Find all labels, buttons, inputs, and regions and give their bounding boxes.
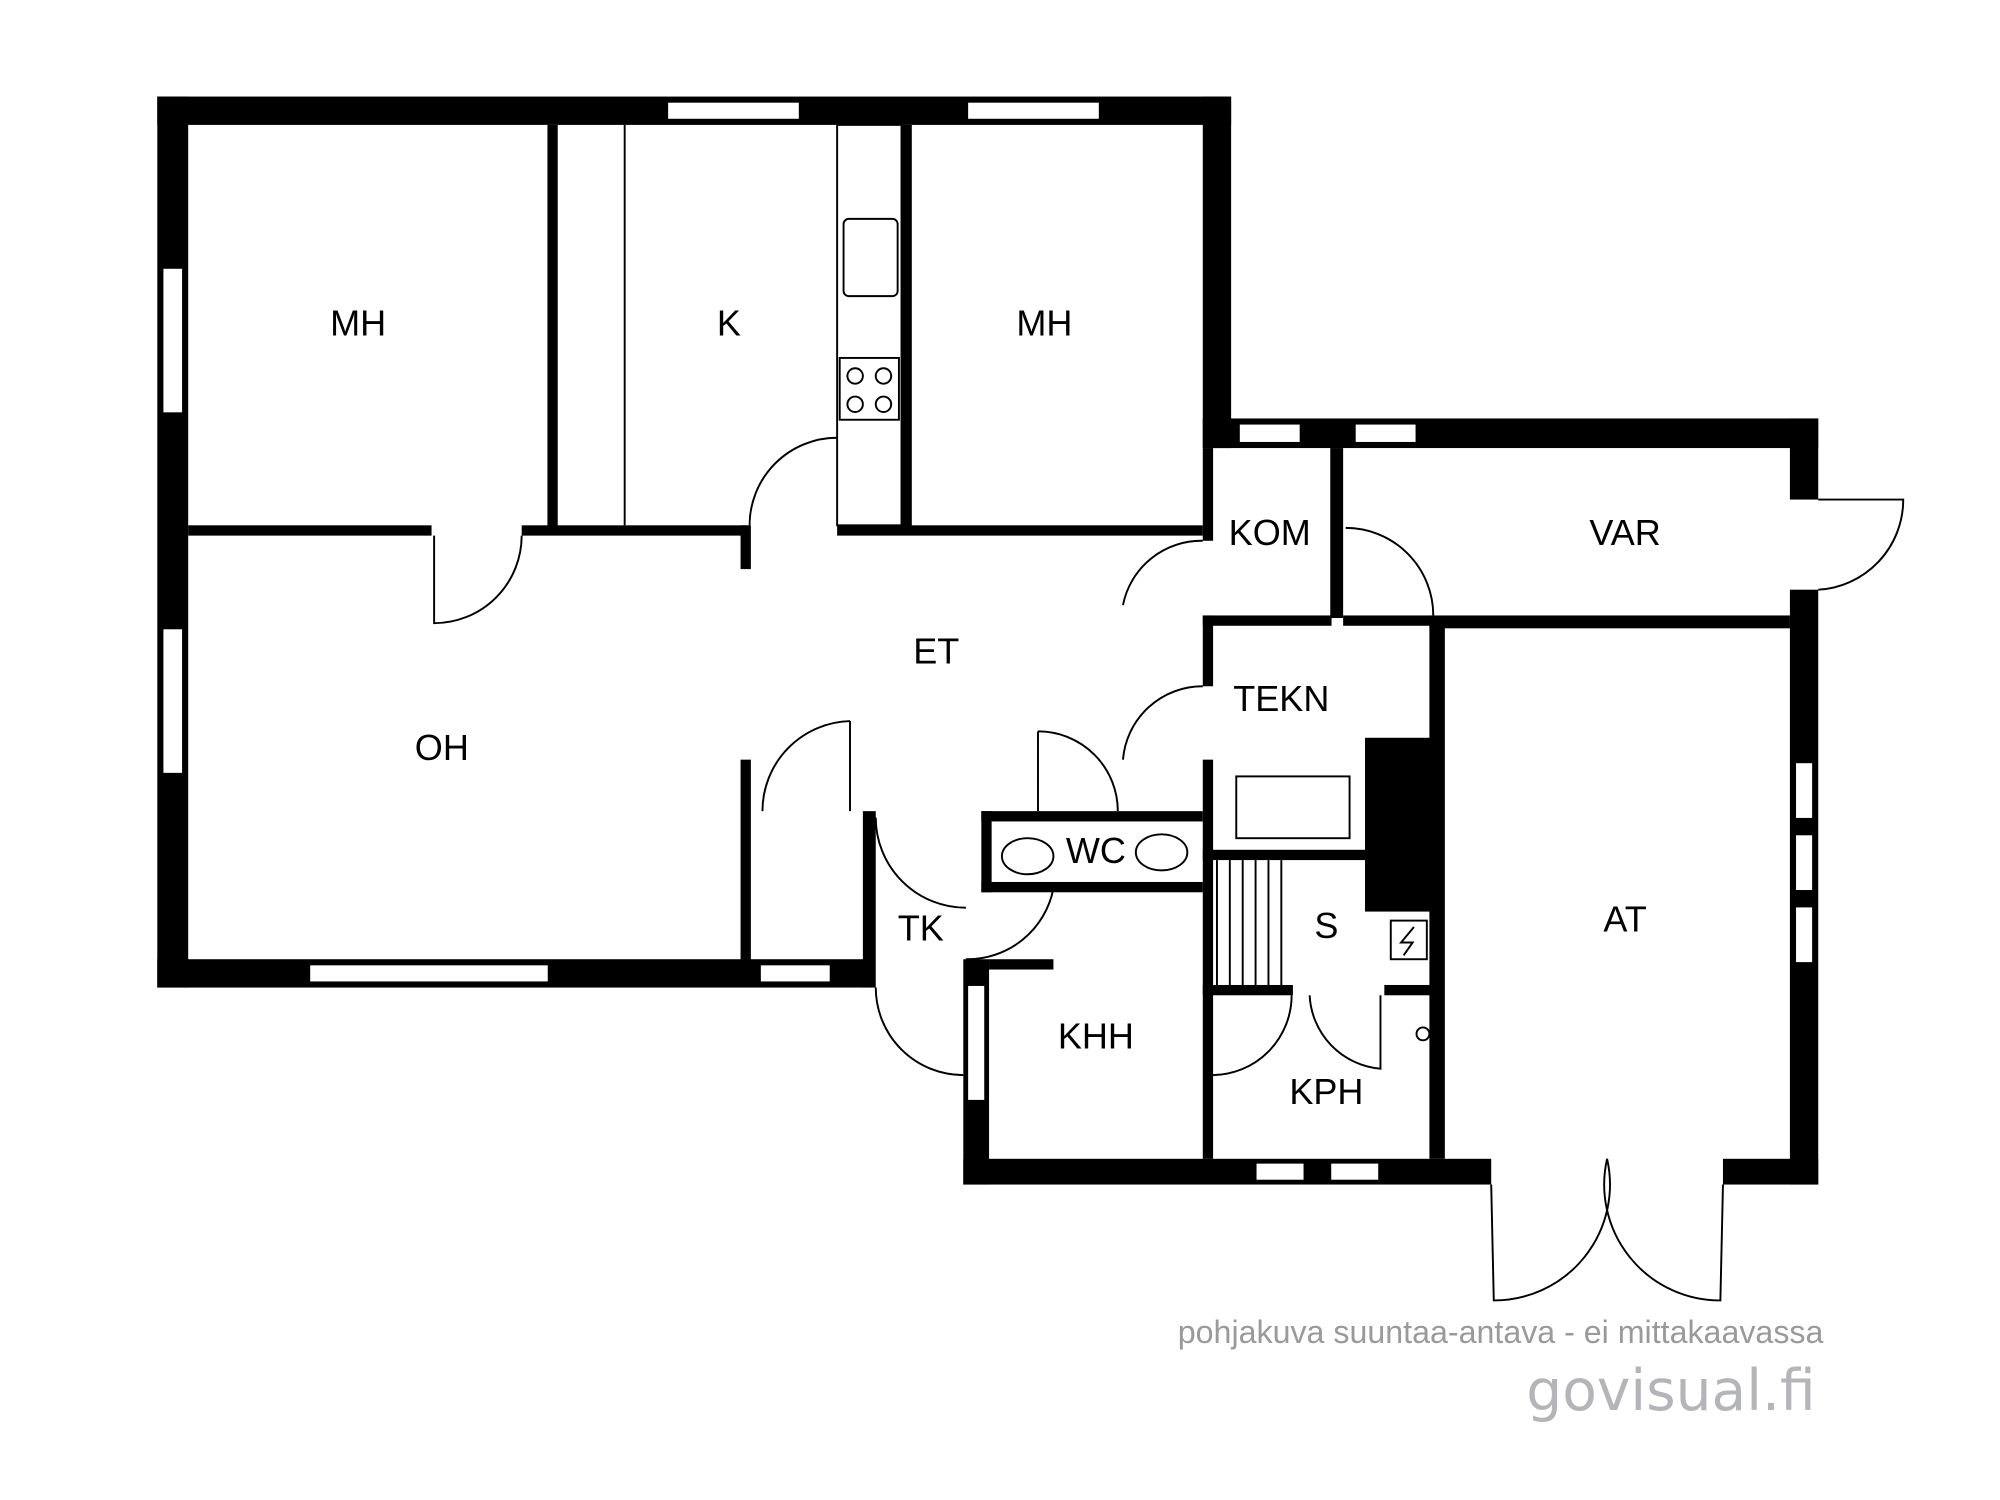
stove-icon: [838, 356, 900, 421]
room-label-kph: KPH: [1289, 1071, 1363, 1112]
room-label-at: AT: [1603, 898, 1646, 939]
electric-panel-icon: [1389, 919, 1428, 961]
interior-walls: [188, 124, 1790, 1159]
room-label-mh: MH: [330, 302, 386, 343]
room-label-tk: TK: [898, 907, 944, 948]
doors: [433, 436, 1905, 1302]
toilet-icon: [1134, 833, 1189, 872]
washbasin-icon: [1000, 837, 1055, 876]
room-label-k: K: [717, 302, 741, 343]
room-label-tekn: TEKN: [1233, 678, 1329, 719]
sauna-bench: [1215, 860, 1283, 985]
stove-heater-icon: [1235, 775, 1351, 840]
room-label-kom: KOM: [1229, 512, 1311, 553]
room-label-wc: WC: [1066, 830, 1126, 871]
fixtures: [1000, 775, 1431, 1042]
exterior-walls: [157, 96, 1819, 1185]
shower-icon: [1415, 1026, 1431, 1042]
sink-icon: [842, 217, 899, 298]
room-label-s: S: [1314, 905, 1338, 946]
kitchen-counter: [623, 123, 903, 527]
room-label-khh: KHH: [1058, 1016, 1134, 1057]
room-label-oh: OH: [415, 727, 469, 768]
room-label-mh-2: MH: [1016, 302, 1072, 343]
brand-logo: govisual.fi: [1526, 1358, 1815, 1424]
windows: [161, 100, 1815, 1182]
room-label-var: VAR: [1589, 512, 1660, 553]
disclaimer-text: pohjakuva suuntaa-antava - ei mittakaava…: [1178, 1314, 1824, 1350]
room-label-et: ET: [913, 631, 959, 672]
